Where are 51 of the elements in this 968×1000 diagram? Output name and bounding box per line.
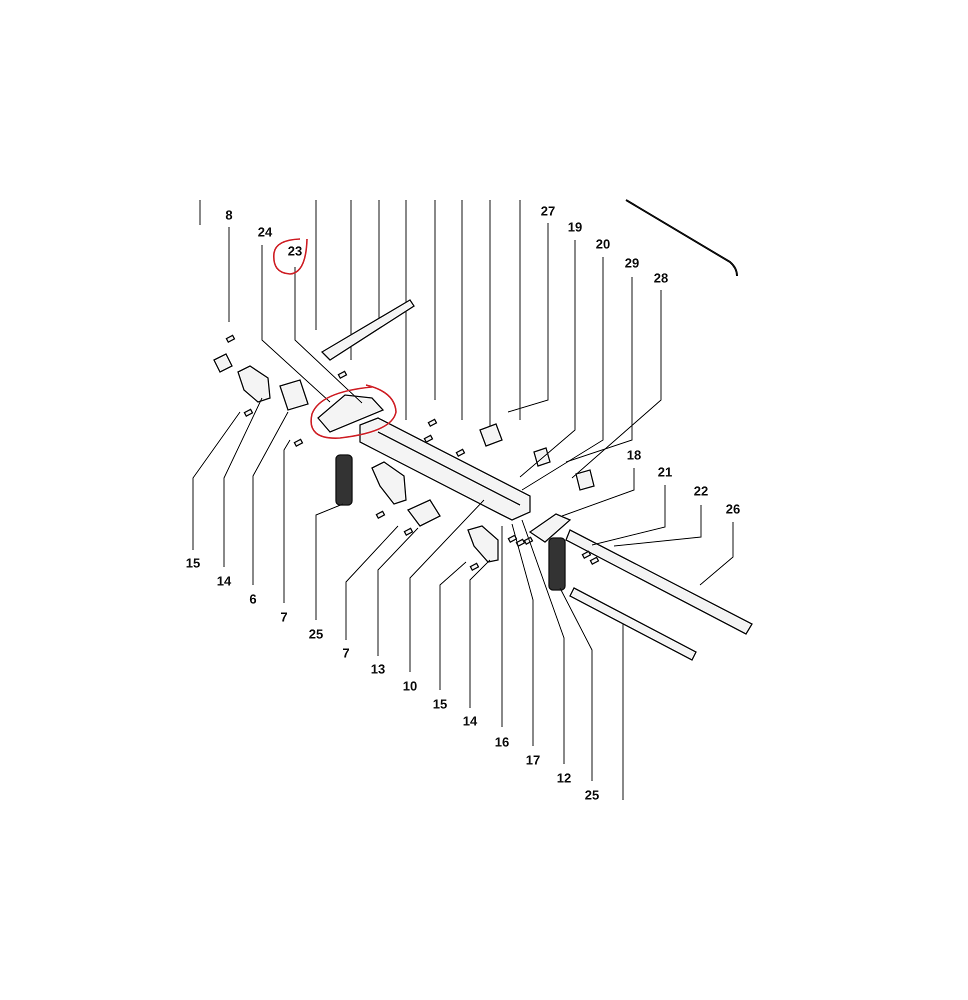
leader-line [284, 440, 290, 604]
leader-line [224, 398, 262, 568]
leader-line [614, 504, 702, 546]
leader-line [522, 256, 604, 490]
callout-number: 19 [568, 220, 582, 234]
callout-number: 7 [280, 610, 288, 624]
callout-number: 8 [225, 208, 233, 222]
callout-number: 15 [186, 556, 200, 570]
leader-line [316, 504, 344, 620]
leader-line [378, 528, 418, 656]
callout-number: 6 [249, 592, 257, 606]
leader-line [508, 222, 548, 412]
leader-line [566, 276, 632, 462]
callout-number: 21 [658, 464, 672, 480]
leader-line [512, 524, 534, 746]
leader-line [410, 500, 484, 672]
callout-number: 25 [584, 788, 600, 802]
callout-number: 15 [432, 696, 448, 712]
leader-line [294, 266, 362, 404]
leader-line [252, 412, 288, 586]
callout-number: 10 [402, 678, 418, 694]
callout-number: 7 [342, 646, 350, 660]
callout-number: 24 [258, 224, 272, 240]
callout-number: 29 [624, 256, 640, 270]
callout-number: 25 [308, 626, 324, 642]
callout-number: 28 [654, 270, 668, 286]
leader-line [572, 290, 662, 478]
leader-line [592, 484, 666, 546]
leader-line [700, 522, 734, 586]
leader-line [470, 560, 490, 708]
callout-number: 16 [494, 734, 510, 750]
leader-line [522, 520, 564, 764]
callout-number: 12 [556, 770, 572, 786]
leader-line [562, 468, 634, 516]
leader-line [192, 412, 240, 550]
leader-line [520, 240, 576, 478]
callout-number: 14 [462, 714, 478, 728]
leader-line [346, 526, 398, 640]
callout-number: 18 [626, 448, 642, 462]
callout-number: 14 [216, 574, 232, 588]
leader-line [262, 244, 330, 402]
callout-number: 17 [526, 752, 540, 768]
leader-line [560, 588, 592, 782]
callout-number: 20 [596, 236, 610, 252]
callout-number: 13 [370, 662, 386, 676]
callout-number: 27 [540, 204, 556, 218]
leader-line [228, 226, 230, 322]
callout-number: 26 [726, 502, 740, 516]
leader-line [440, 562, 466, 690]
callout-number: 23 [288, 244, 302, 258]
callout-number: 22 [694, 484, 708, 498]
